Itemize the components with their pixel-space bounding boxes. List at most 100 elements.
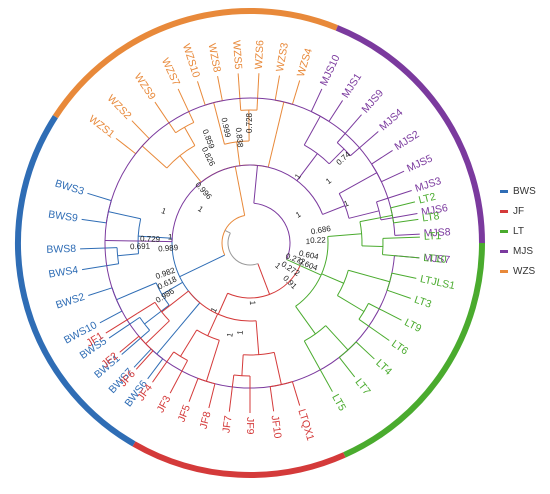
branch-line bbox=[359, 214, 393, 223]
branch-line bbox=[336, 114, 362, 143]
branch-line bbox=[131, 120, 150, 140]
leaf-label: WZS8 bbox=[206, 42, 223, 73]
bootstrap-label: 0.729 bbox=[140, 234, 161, 244]
legend-label: JF bbox=[513, 206, 525, 217]
leaf-label: WZS10 bbox=[180, 42, 202, 79]
bootstrap-label: 0.838 bbox=[234, 127, 245, 148]
branch-line bbox=[180, 329, 198, 357]
branch-line bbox=[382, 236, 420, 239]
leaf-label: BWS8 bbox=[46, 243, 76, 256]
leaf-label: WZS3 bbox=[274, 42, 291, 73]
branch-line bbox=[275, 101, 285, 135]
bootstrap-label: 1 bbox=[235, 329, 244, 335]
branch-line bbox=[228, 374, 235, 412]
ring-segment-jf bbox=[132, 441, 346, 478]
group-ring bbox=[15, 8, 485, 478]
branch-line bbox=[184, 126, 196, 146]
branch-line bbox=[177, 88, 195, 123]
branch-line bbox=[81, 218, 107, 224]
bootstrap-label: 1 bbox=[248, 301, 257, 306]
branch-line bbox=[217, 76, 223, 101]
leaf-label: LT8 bbox=[421, 210, 440, 224]
leaf-label: WZS7 bbox=[159, 56, 182, 88]
branch-line bbox=[136, 301, 156, 314]
ring-segment-wzs bbox=[52, 8, 339, 119]
branch-line bbox=[328, 100, 344, 122]
ring-segment-lt bbox=[343, 242, 485, 458]
branch-line bbox=[138, 235, 173, 239]
leaf-label: LT4 bbox=[373, 357, 394, 378]
legend-label: BWS bbox=[513, 186, 536, 197]
legend-item-mjs: MJS bbox=[500, 246, 533, 260]
branch-line bbox=[217, 293, 229, 315]
bootstrap-label: 1 bbox=[294, 209, 303, 219]
branch-line bbox=[169, 360, 189, 394]
branch-arc bbox=[336, 142, 351, 157]
branch-arc bbox=[224, 140, 250, 145]
ring-segment-bws bbox=[15, 115, 136, 447]
leaf-label: MJS10 bbox=[318, 53, 343, 88]
legend-swatch bbox=[500, 269, 508, 273]
branch-line bbox=[161, 281, 183, 295]
branch-line bbox=[161, 290, 189, 313]
branch-line bbox=[88, 287, 113, 297]
branch-line bbox=[99, 310, 123, 324]
branch-line bbox=[105, 239, 139, 242]
branch-line bbox=[382, 254, 420, 259]
leaf-label: LT7 bbox=[353, 376, 373, 397]
branch-arc bbox=[233, 374, 251, 377]
legend-label: WZS bbox=[513, 266, 536, 277]
leaf-label: MJS9 bbox=[359, 87, 386, 115]
branch-arc bbox=[376, 201, 382, 220]
branch-line bbox=[121, 329, 150, 355]
branch-line bbox=[147, 358, 164, 380]
branch-line bbox=[273, 352, 282, 385]
leaf-label: JF9 bbox=[244, 417, 256, 435]
branch-line bbox=[338, 356, 356, 378]
leaf-label: JF8 bbox=[198, 410, 214, 430]
branch-line bbox=[152, 351, 175, 383]
branch-line bbox=[358, 318, 390, 341]
leaf-label: MJS7 bbox=[423, 252, 451, 266]
branch-line bbox=[321, 273, 344, 284]
branch-line bbox=[117, 253, 139, 257]
branch-line bbox=[108, 316, 141, 339]
branch-line bbox=[361, 245, 383, 247]
branch-line bbox=[310, 88, 323, 112]
leaf-label: WZS2 bbox=[105, 93, 134, 122]
branch-line bbox=[257, 263, 271, 295]
legend-item-wzs: WZS bbox=[500, 266, 535, 280]
legend-swatch bbox=[500, 229, 508, 233]
legend-item-jf: JF bbox=[500, 206, 524, 220]
branch-line bbox=[196, 81, 206, 106]
branch-line bbox=[274, 75, 281, 101]
branch-arc bbox=[221, 215, 245, 256]
leaf-label: WZS9 bbox=[132, 71, 158, 102]
leaf-label: JF3 bbox=[155, 394, 174, 415]
leaf-label: BWS4 bbox=[48, 264, 79, 281]
branch-line bbox=[179, 155, 202, 183]
branch-line bbox=[138, 240, 173, 243]
branch-line bbox=[234, 166, 246, 216]
branch-line bbox=[236, 141, 241, 166]
branch-line bbox=[314, 359, 333, 392]
branch-line bbox=[381, 170, 405, 183]
legend-label: LT bbox=[513, 226, 524, 237]
leaf-label: WZS6 bbox=[253, 40, 267, 70]
branch-line bbox=[115, 137, 137, 155]
bootstrap-label: 0.999 bbox=[219, 117, 232, 139]
branch-line bbox=[325, 325, 349, 351]
branch-arc bbox=[338, 341, 357, 358]
tree-branches bbox=[80, 73, 420, 413]
leaf-label: WZS4 bbox=[295, 47, 315, 79]
branch-arc bbox=[227, 265, 301, 299]
branch-line bbox=[303, 340, 315, 360]
branch-line bbox=[355, 341, 375, 360]
bootstrap-label: 0.686 bbox=[310, 224, 332, 236]
legend-item-lt: LT bbox=[500, 226, 524, 240]
branch-line bbox=[135, 350, 154, 370]
bootstrap-label: 1 bbox=[168, 232, 174, 241]
branch-line bbox=[380, 212, 418, 221]
leaf-label: JF7 bbox=[220, 415, 234, 434]
